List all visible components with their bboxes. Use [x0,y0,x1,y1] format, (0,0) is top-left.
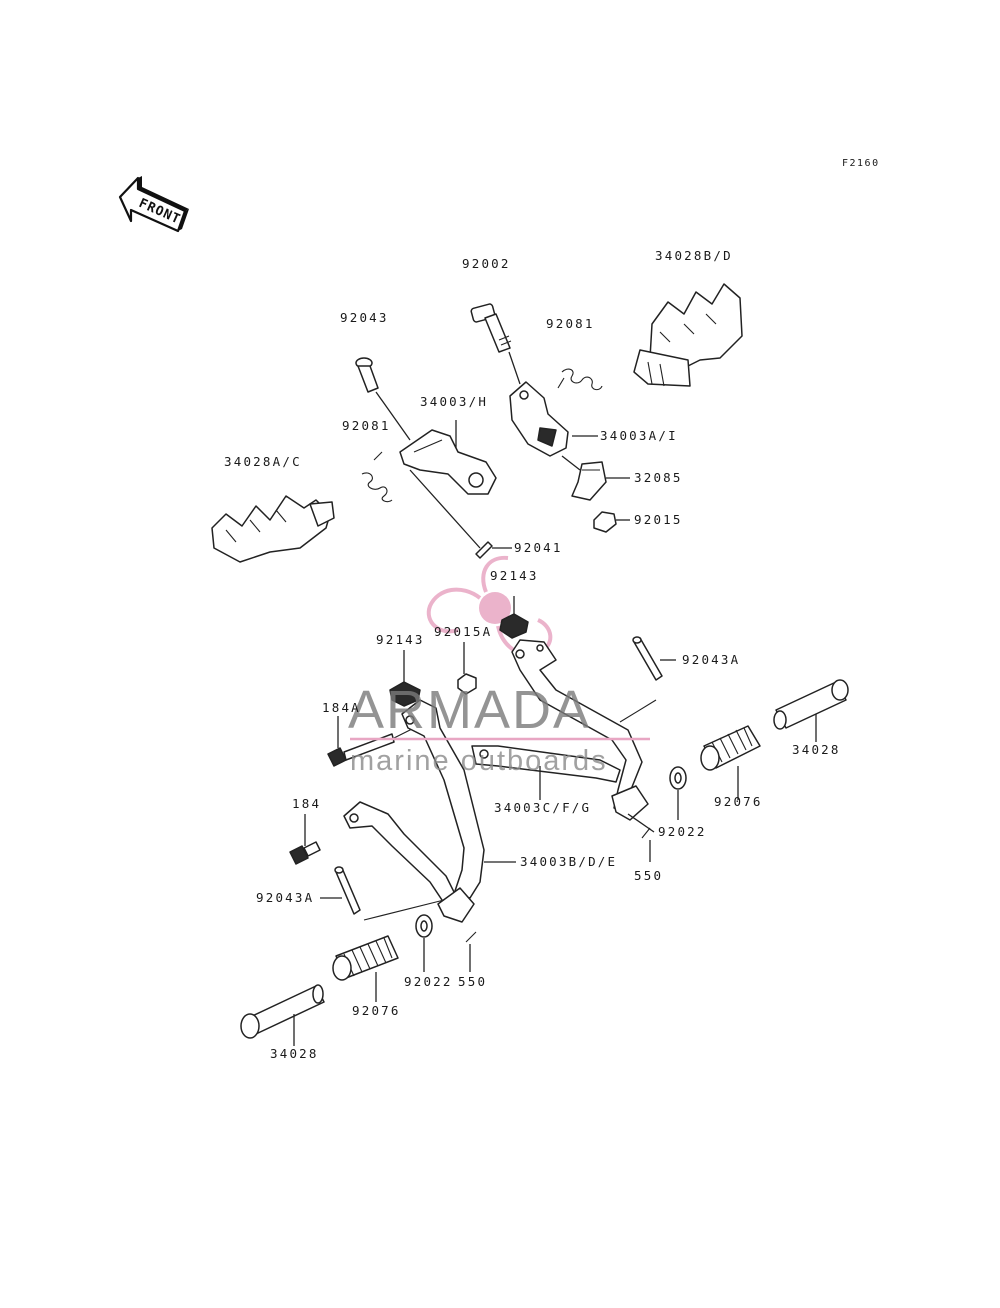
label-92076-left: 92076 [352,1003,401,1018]
label-92081-left: 92081 [342,418,391,433]
label-92015: 92015 [634,512,683,527]
label-92015a: 92015A [434,624,492,639]
watermark: ARMADA marine outboards [348,680,650,777]
label-550-right: 550 [634,868,663,883]
watermark-subtitle: marine outboards [350,745,608,777]
label-34028ac: 34028A/C [224,454,302,469]
label-92043a-left: 92043A [256,890,314,905]
part-92081-spring-left [361,451,393,503]
label-92022-left: 92022 [404,974,453,989]
front-arrow-icon: FRONT [118,176,189,233]
label-92143-left: 92143 [376,632,425,647]
part-32085-block [571,461,607,501]
part-92043a-pin-left [334,866,361,915]
label-550-left: 550 [458,974,487,989]
label-34028-left: 34028 [270,1046,319,1061]
part-34003cfg-stand [471,639,649,821]
part-34028-tube-right [773,679,849,730]
watermark-title: ARMADA [348,680,591,740]
label-34028-right: 34028 [792,742,841,757]
part-34003h-bracket [399,429,497,495]
part-92002-bolt [470,303,512,353]
label-34003ai: 34003A/I [600,428,678,443]
label-34003h: 34003/H [420,394,488,409]
label-92002: 92002 [462,256,511,271]
part-92081-spring-right [557,368,603,391]
label-184: 184 [292,796,321,811]
label-34028bd: 34028B/D [655,248,733,263]
part-92015a-nut [457,673,477,695]
part-184-bolt [289,841,321,865]
label-184a: 184A [322,700,361,715]
label-92143-top: 92143 [490,568,539,583]
part-92076-rubber-left [332,935,399,981]
label-92076-right: 92076 [714,794,763,809]
part-92022-washer-left [415,914,433,938]
part-92043-pin [355,357,379,393]
label-92081-right: 92081 [546,316,595,331]
part-92041-cotter-pin [475,541,493,559]
label-92041: 92041 [514,540,563,555]
part-550-pin-right [641,827,651,839]
label-32085: 32085 [634,470,683,485]
part-550-pin-left [465,931,477,943]
part-92015-nut [593,511,617,533]
label-92043a-right: 92043A [682,652,740,667]
part-92022-washer-right [669,766,687,790]
part-34028bd-footpeg [633,283,743,387]
part-34003ai-bracket [509,381,569,457]
part-92043a-pin-right [632,636,663,681]
part-34028-tube-left [240,984,325,1039]
label-34003cfg: 34003C/F/G [494,800,591,815]
part-184a-bolt [327,733,395,767]
label-34003bde: 34003B/D/E [520,854,617,869]
part-labels: 92002 34028B/D 92043 92081 34003/H 34003… [224,248,841,1061]
part-34028ac-footpeg [211,495,335,563]
figure-code: F2160 [842,158,880,169]
label-92043: 92043 [340,310,389,325]
label-92022-right: 92022 [658,824,707,839]
part-92076-rubber-right [700,725,761,771]
